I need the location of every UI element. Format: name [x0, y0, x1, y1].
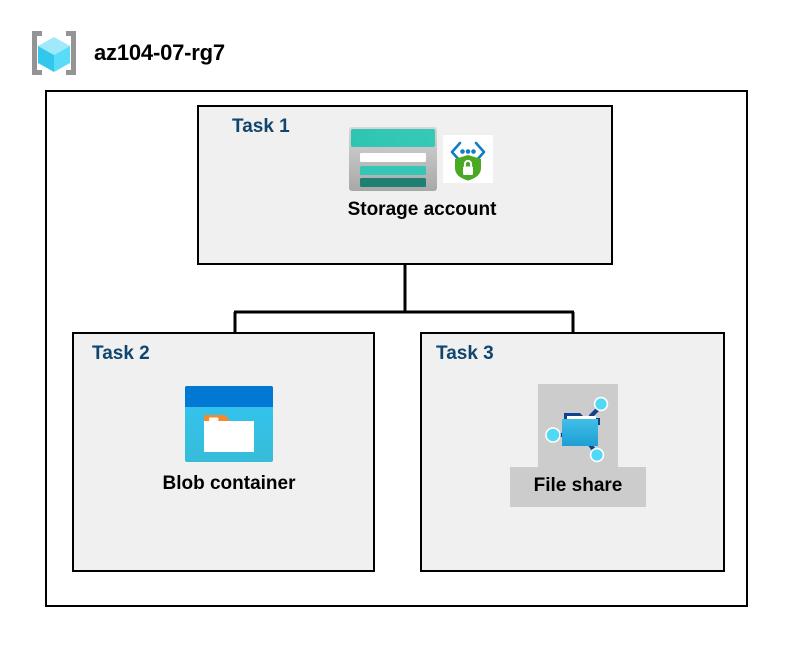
resource-group-header: az104-07-rg7: [28, 24, 448, 82]
storage-account-caption: Storage account: [347, 199, 497, 220]
storage-account-node[interactable]: Storage account: [347, 127, 497, 221]
storage-account-icon-group: [347, 127, 497, 193]
file-share-icon: [545, 396, 609, 462]
task-3-label: Task 3: [436, 343, 494, 364]
file-share-caption: File share: [509, 467, 647, 507]
task-1-label: Task 1: [232, 116, 290, 137]
blob-container-icon: [185, 386, 273, 462]
resource-group-cube-icon: [32, 31, 76, 75]
secure-endpoint-shield-icon: [443, 135, 493, 183]
task-2-label: Task 2: [92, 343, 150, 364]
file-share-node[interactable]: File share: [503, 384, 653, 507]
blob-container-node[interactable]: Blob container: [149, 386, 309, 495]
resource-group-title: az104-07-rg7: [94, 40, 225, 65]
task-3-box[interactable]: Task 3: [420, 332, 725, 572]
storage-account-icon: [349, 127, 437, 191]
file-share-icon-highlight: [538, 384, 618, 469]
task-2-box[interactable]: Task 2 Blob container: [72, 332, 375, 572]
blob-container-caption: Blob container: [162, 473, 296, 494]
task-1-box[interactable]: Task 1: [197, 105, 613, 265]
